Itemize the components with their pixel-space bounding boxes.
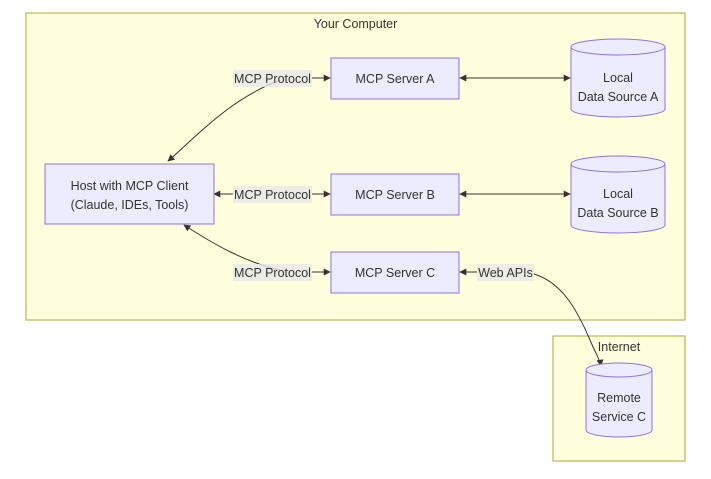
db-a-line1: Local <box>603 71 633 85</box>
node-host-mcp-client[interactable]: Host with MCP Client (Claude, IDEs, Tool… <box>44 163 215 225</box>
edge-host-to-server-a <box>167 79 281 162</box>
db-b-line2: Data Source B <box>577 206 658 220</box>
edge-label-web-apis-text: Web APIs <box>478 266 533 280</box>
db-remote-service-c[interactable]: Remote Service C <box>585 362 653 438</box>
node-mcp-server-a[interactable]: MCP Server A <box>330 57 460 100</box>
node-mcp-server-c[interactable]: MCP Server C <box>330 251 460 294</box>
db-local-data-source-a[interactable]: Local Data Source A <box>570 38 666 118</box>
edge-label-host-b-text: MCP Protocol <box>234 188 311 202</box>
db-b-line1: Local <box>603 187 633 201</box>
edge-web-apis-to-remote <box>533 273 604 367</box>
edge-label-host-a-text: MCP Protocol <box>234 72 311 86</box>
db-c-line1: Remote <box>597 391 641 405</box>
node-host-line1: Host with MCP Client <box>71 179 189 193</box>
edges <box>167 74 604 367</box>
edge-label-host-c: MCP Protocol <box>233 264 312 281</box>
db-c-line2: Service C <box>592 410 646 424</box>
node-server-a-label: MCP Server A <box>356 72 436 86</box>
cluster-internet-title: Internet <box>598 340 641 354</box>
edge-label-host-c-text: MCP Protocol <box>234 266 311 280</box>
edge-label-web-apis: Web APIs <box>477 264 534 281</box>
cluster-internet: Internet <box>552 335 686 462</box>
edge-label-host-a: MCP Protocol <box>233 70 312 87</box>
cluster-your-computer-title: Your Computer <box>314 17 398 31</box>
node-server-c-label: MCP Server C <box>355 266 435 280</box>
db-local-data-source-b[interactable]: Local Data Source B <box>570 155 666 234</box>
node-host-line2: (Claude, IDEs, Tools) <box>71 198 189 212</box>
node-server-b-label: MCP Server B <box>355 188 435 202</box>
db-a-line2: Data Source A <box>578 90 659 104</box>
node-mcp-server-b[interactable]: MCP Server B <box>330 173 460 216</box>
edge-label-host-b: MCP Protocol <box>233 186 312 203</box>
